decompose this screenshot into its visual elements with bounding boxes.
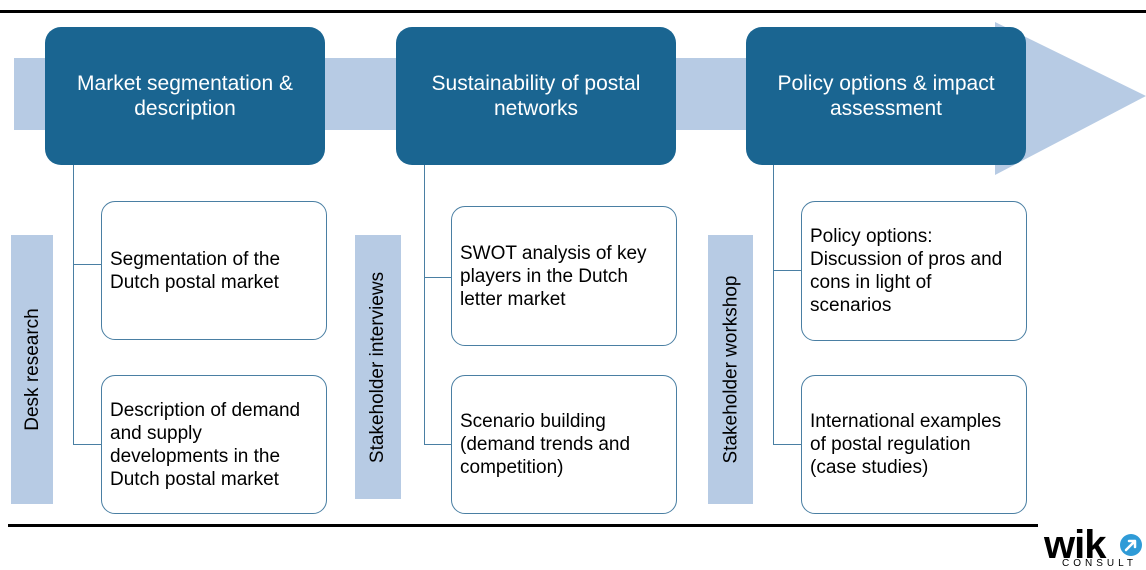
task-box: SWOT analysis of key players in the Dutc… — [451, 206, 677, 346]
connector-vertical — [424, 165, 425, 444]
task-label: Scenario building (demand trends and com… — [460, 411, 631, 478]
method-label: Stakeholder workshop — [720, 275, 741, 464]
task-box: Segmentation of the Dutch postal market — [101, 201, 327, 340]
method-stakeholder-interviews: Stakeholder interviews — [355, 235, 401, 499]
task-label: International examples of postal regulat… — [810, 411, 1002, 478]
connector-horizontal — [773, 270, 801, 271]
task-box: International examples of postal regulat… — [801, 375, 1027, 514]
method-stakeholder-workshop: Stakeholder workshop — [708, 235, 753, 504]
phase-market-segmentation: Market segmentation & description — [45, 27, 325, 165]
logo-subline: CONSULT — [1062, 558, 1138, 569]
connector-vertical — [73, 165, 74, 444]
connector-horizontal — [773, 444, 801, 445]
phase-label: Market segmentation & description — [77, 72, 293, 120]
task-box: Scenario building (demand trends and com… — [451, 375, 677, 514]
top-rule — [0, 10, 1146, 13]
logo-arrow-icon — [1120, 534, 1142, 556]
connector-horizontal — [73, 264, 101, 265]
phase-policy-options: Policy options & impact assessment — [746, 27, 1026, 165]
connector-vertical — [773, 165, 774, 444]
method-label: Desk research — [21, 308, 43, 431]
wik-consult-logo: wik CONSULT — [1040, 523, 1146, 570]
task-label: Policy options: Discussion of pros and c… — [810, 226, 1003, 316]
task-box: Description of demand and supply develop… — [101, 375, 327, 514]
task-label: Description of demand and supply develop… — [110, 399, 301, 490]
phase-label: Sustainability of postal networks — [431, 72, 641, 120]
task-box: Policy options: Discussion of pros and c… — [801, 201, 1027, 341]
task-label: Segmentation of the Dutch postal market — [110, 248, 281, 293]
logo-wordmark: wik — [1044, 523, 1106, 567]
task-label: SWOT analysis of key players in the Dutc… — [460, 242, 647, 310]
phase-label: Policy options & impact assessment — [777, 72, 995, 120]
method-label: Stakeholder interviews — [367, 271, 389, 463]
bottom-rule — [8, 524, 1038, 527]
connector-horizontal — [424, 277, 451, 278]
method-desk-research: Desk research — [11, 235, 53, 504]
connector-horizontal — [424, 444, 451, 445]
connector-horizontal — [73, 444, 101, 445]
phase-sustainability: Sustainability of postal networks — [396, 27, 676, 165]
